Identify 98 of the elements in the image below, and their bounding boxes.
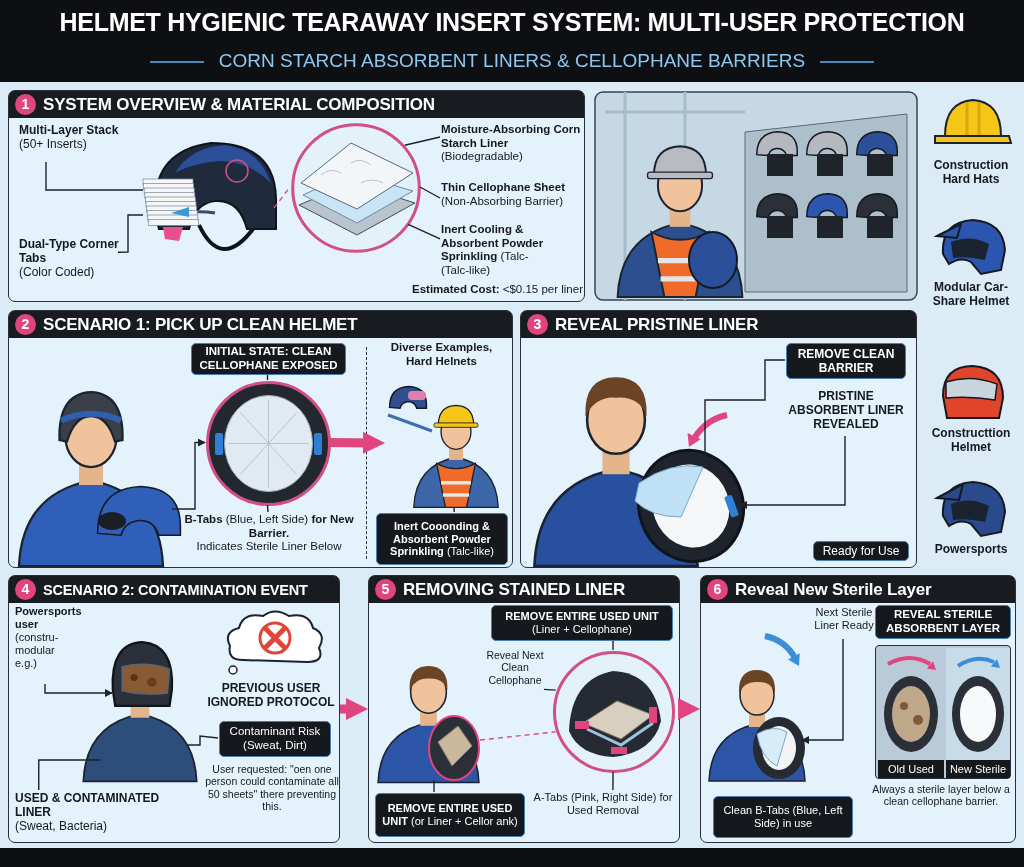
- callout-label: Multi-Layer Stack: [19, 123, 120, 138]
- callout-text: Inert Cooonding & Absorbent Powder Sprinkling (Talc-like): [389, 519, 495, 559]
- panel-heading: SCENARIO 2: CONTAMINATION EVENT: [43, 581, 308, 598]
- icon-caption: Constructtion Helmet: [930, 426, 1012, 455]
- title: HELMET HYGIENIC TEARAWAY INSERT SYSTEM: MULTI-USER PROTECTION: [58, 8, 966, 37]
- comparison-frame: [875, 645, 1011, 779]
- callout-note: (Non-Absorbing Barrier): [441, 194, 565, 209]
- callout-label: Next Sterile Liner Ready: [813, 606, 875, 632]
- leader-line: [433, 779, 435, 793]
- step-number: 4: [15, 579, 36, 600]
- step-number: 5: [375, 579, 396, 600]
- callout-text: REMOVE CLEAN BARRIER: [796, 346, 896, 376]
- leader-line: [266, 373, 269, 381]
- leader-line: [404, 136, 441, 146]
- leader-line: [704, 359, 786, 456]
- panel: [520, 310, 917, 568]
- callout-label: Moisture-Absorbing Corn Starch Liner: [441, 123, 581, 151]
- callout-text: REMOVE ENTIRE USED UNIT: [505, 610, 659, 623]
- callout-box: [375, 793, 525, 837]
- status-badge: [813, 541, 909, 561]
- panel-heading: SCENARIO 1: PICK UP CLEAN HELMET: [43, 314, 358, 335]
- callout-text: Contaminant Risk (Sweat, Dirt): [228, 725, 322, 753]
- icon-caption: Construction Hard Hats: [932, 158, 1010, 187]
- icon-caption: Powersports: [933, 542, 1009, 557]
- callout-box: [376, 513, 508, 565]
- leader-line: [407, 223, 441, 240]
- status-text: Ready for Use: [822, 543, 900, 559]
- leader-line: [543, 688, 557, 691]
- flow-arrow: [329, 431, 385, 454]
- magnified-liner-layers-drawing: [291, 123, 421, 253]
- panel: [8, 90, 585, 302]
- leader-line: [38, 759, 101, 791]
- callout-box: [786, 343, 906, 379]
- callout-label: PRISTINE ABSORBENT LINER REVEALED: [787, 389, 905, 432]
- callout-label: Inert Cooling & Absorbent Powder Sprinkling (Talc-: [441, 223, 545, 264]
- icon-caption: Modular Car-Share Helmet: [931, 280, 1011, 309]
- flow-arrow: [678, 698, 700, 720]
- section-label: Diverse Examples, Hard Helnets: [389, 341, 494, 369]
- callout-label: Reveal Next Clean Cellophane: [485, 649, 545, 687]
- callout-note: (50+ Inserts): [19, 137, 88, 152]
- step-number: 2: [15, 314, 36, 335]
- cost-note: Estimated Cost: <$0.15 per liner: [411, 283, 583, 297]
- magnification-line: [273, 186, 291, 209]
- panel-heading: REVEAL PRISTINE LINER: [555, 314, 759, 335]
- magnified-helmet-interior-drawing: [553, 651, 675, 773]
- callout-label: B-Tabs (Blue, Left Side) for New Barrier.: [184, 513, 354, 541]
- leader-line: [453, 507, 455, 513]
- callout-text: Clean B-Tabs (Blue, Left Side) in use: [722, 804, 844, 830]
- image-caption: Old Used: [878, 760, 944, 778]
- callout-note: (Liner + Cellophane): [532, 623, 632, 636]
- callout-note: (Sweat, Bacteria): [15, 819, 109, 834]
- callout-note: Indicates Sterile Liner Below: [195, 540, 343, 554]
- callout-text: REVEAL STERILE ABSORBENT LAYER: [885, 608, 1001, 636]
- leader-line: [117, 214, 144, 253]
- warning-label: PREVIOUS USER IGNORED PROTOCOL: [206, 681, 336, 710]
- image-caption: New Sterile: [946, 760, 1010, 778]
- helmet-interior-drawing: [206, 381, 331, 506]
- callout-box: [491, 605, 673, 641]
- step-number: 6: [707, 579, 728, 600]
- leader-line: [187, 735, 219, 746]
- callout-box: [875, 605, 1011, 639]
- pointer-arrow: [739, 435, 846, 509]
- panel-heading: SYSTEM OVERVIEW & MATERIAL COMPOSITION: [43, 94, 435, 115]
- worker-helmet-rack-drawing: [595, 92, 917, 300]
- panel: [368, 575, 680, 843]
- callout-note: (constru- modular e.g.): [15, 630, 60, 670]
- flow-arrow: [340, 698, 368, 720]
- callout-box: [713, 796, 853, 838]
- magnification-line: [479, 731, 557, 741]
- note-text: User requested: "oen one person could contaminate all 50 sheets" there preventing this.: [204, 763, 340, 813]
- callout-text: REMOVE ENTIRE USED UNIT (or Liner + Cellor ank): [381, 802, 519, 828]
- callout-note: (Talc-like): [441, 263, 492, 278]
- step-number: 1: [15, 94, 36, 115]
- pointer-arrow: [171, 438, 206, 510]
- pointer-arrow: [801, 638, 844, 744]
- callout-box: [191, 343, 346, 375]
- callout-label: Dual-Type Corner Tabs: [19, 237, 119, 266]
- leader-line: [266, 504, 269, 513]
- callout-box: [219, 721, 331, 757]
- callout-label: USED & CONTAMINATED LINER: [15, 791, 161, 820]
- leader-line: [612, 771, 614, 791]
- pointer-arrow: [44, 683, 113, 697]
- panel: [8, 310, 513, 568]
- callout-text: INITIAL STATE: CLEAN CELLOPHANE EXPOSED: [198, 345, 339, 373]
- panel-heading: REMOVING STAINED LINER: [403, 579, 625, 600]
- note-text: Always a sterile layer below a clean cellophane barrier.: [871, 783, 1011, 808]
- leader-line: [612, 639, 614, 651]
- leader-line: [419, 186, 441, 199]
- panel: [700, 575, 1016, 843]
- subtitle: CORN STARCH ABSORBENT LINERS & CELLOPHANE BARRIERS: [217, 50, 807, 72]
- callout-label: Thin Cellophane Sheet: [441, 181, 566, 195]
- panel-heading: Reveal New Sterile Layer: [735, 579, 932, 600]
- callout-label: A-Tabs (Pink, Right Side) for Used Removal: [532, 791, 674, 817]
- callout-note: (Biodegradable): [441, 150, 524, 164]
- callout-note: (Color Coded): [19, 265, 96, 280]
- leader-line: [45, 161, 144, 191]
- panel: [8, 575, 340, 843]
- step-number: 3: [527, 314, 548, 335]
